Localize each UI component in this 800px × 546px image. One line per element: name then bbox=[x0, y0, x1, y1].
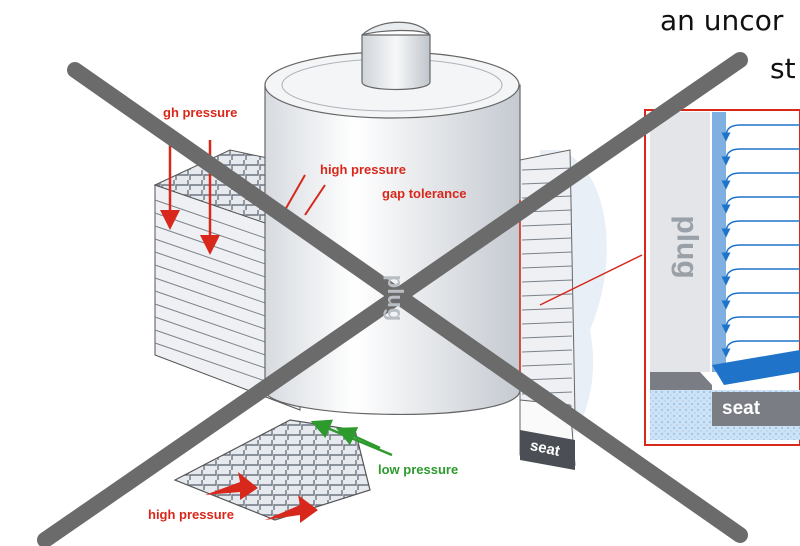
label-plug-main: plug bbox=[383, 274, 409, 322]
x-mark-icon bbox=[37, 52, 748, 546]
label-seat-inset: seat bbox=[722, 398, 761, 419]
label-high-pressure-bottom: high pressure bbox=[148, 507, 234, 522]
inset-detail bbox=[644, 109, 800, 446]
label-high-pressure-top: gh pressure bbox=[163, 105, 238, 120]
label-low-pressure: low pressure bbox=[378, 462, 459, 477]
label-plug-inset: plug bbox=[670, 215, 704, 279]
heading-line-1: an uncor bbox=[660, 4, 784, 37]
heading-line-2: st bbox=[770, 52, 796, 85]
label-high-pressure-mid: high pressure bbox=[320, 162, 406, 177]
bottom-maze-disc bbox=[173, 419, 371, 521]
label-gap-tolerance: gap tolerance bbox=[382, 186, 467, 201]
